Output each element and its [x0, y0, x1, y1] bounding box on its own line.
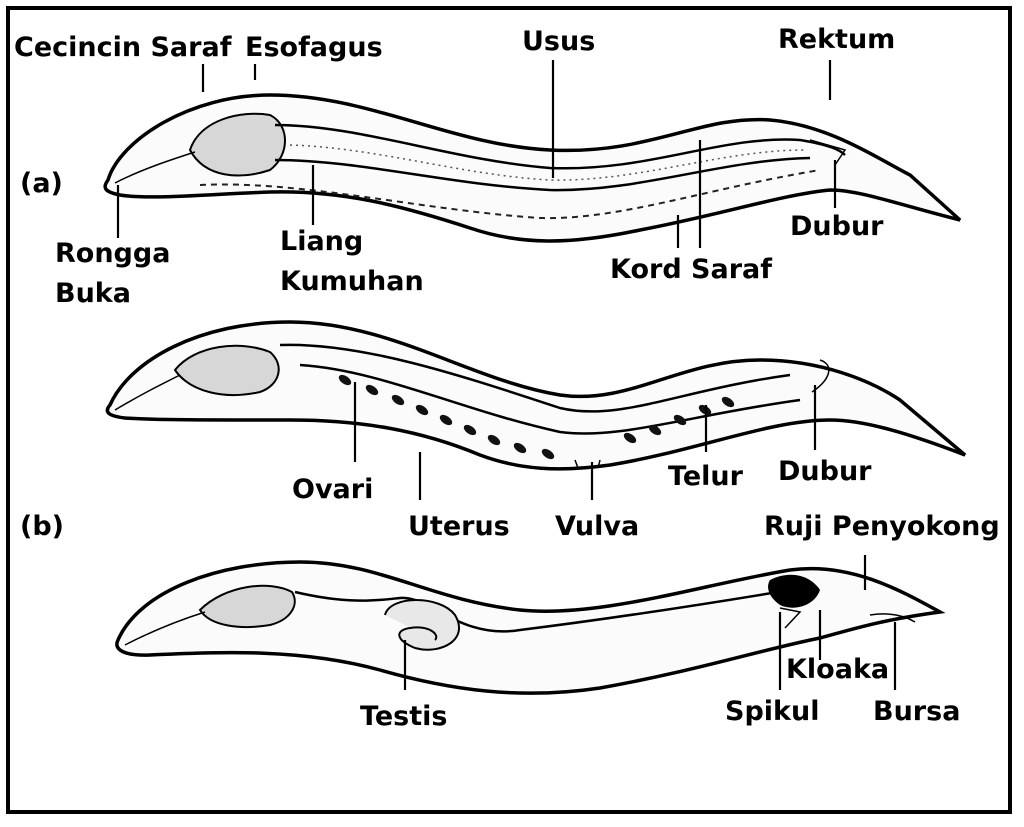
tag-b: (b) — [20, 511, 64, 542]
label-dubur-a: Dubur — [790, 211, 884, 242]
label-vulva: Vulva — [555, 511, 639, 542]
label-liang: Liang — [280, 226, 363, 257]
label-ruji-penyokong: Ruji Penyokong — [764, 511, 1000, 542]
worm-b-female — [107, 322, 965, 469]
label-usus: Usus — [522, 26, 595, 57]
label-spikul: Spikul — [725, 696, 819, 727]
label-kloaka: Kloaka — [786, 654, 889, 685]
label-bursa: Bursa — [873, 696, 960, 727]
label-telur: Telur — [668, 461, 744, 492]
label-esofagus: Esofagus — [245, 32, 383, 63]
tag-a: (a) — [20, 168, 63, 199]
label-buka: Buka — [55, 278, 131, 309]
label-rektum: Rektum — [778, 24, 895, 55]
label-dubur-b: Dubur — [778, 456, 872, 487]
label-kord-saraf: Kord Saraf — [610, 254, 772, 285]
label-rongga: Rongga — [55, 238, 170, 269]
label-kumuhan: Kumuhan — [280, 266, 424, 297]
label-testis: Testis — [360, 701, 447, 732]
label-uterus: Uterus — [408, 511, 510, 542]
label-ovari: Ovari — [292, 474, 373, 505]
label-cecincin-saraf: Cecincin Saraf — [14, 32, 232, 63]
